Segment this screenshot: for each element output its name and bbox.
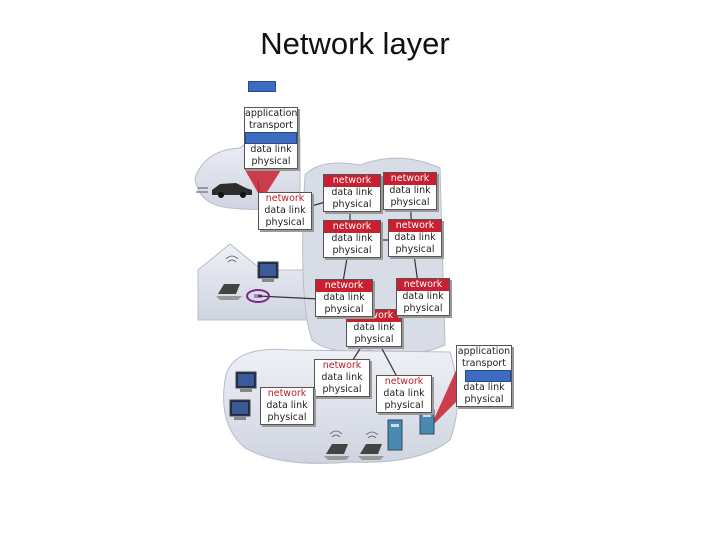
network-layer-packet — [465, 370, 511, 382]
physical-layer-label: physical — [265, 217, 305, 228]
application-layer-label: application — [457, 346, 511, 357]
router-stack-enterprise-2: network data link physical — [260, 387, 314, 425]
physical-layer-label: physical — [403, 303, 443, 314]
router-icon — [246, 289, 270, 303]
router-stack-enterprise-3: network data link physical — [376, 375, 432, 413]
data-link-layer-label: data link — [250, 144, 292, 155]
desktop-icon — [229, 399, 251, 420]
laptop-icon — [216, 284, 242, 300]
page-title: Network layer — [260, 26, 450, 61]
physical-layer-label: physical — [324, 304, 364, 315]
transport-layer-label: transport — [249, 120, 293, 131]
data-link-layer-label: data link — [383, 388, 425, 399]
wireless-icon — [225, 255, 379, 439]
destination-host-stack: application transport data link physical — [456, 345, 512, 407]
physical-layer-label: physical — [267, 412, 307, 423]
physical-layer-label: physical — [332, 199, 372, 210]
physical-layer-label: physical — [322, 384, 362, 395]
network-layer-label: network — [265, 193, 305, 204]
physical-layer-label: physical — [332, 245, 372, 256]
application-layer-label: application — [245, 108, 298, 119]
network-layer-packet — [245, 132, 297, 144]
data-link-layer-label: data link — [353, 322, 395, 333]
data-link-layer-label: data link — [331, 187, 373, 198]
physical-layer-label: physical — [354, 334, 394, 345]
data-link-layer-label: data link — [394, 232, 436, 243]
laptop-icon — [358, 444, 384, 460]
laptop-icon — [324, 444, 350, 460]
network-layer-label: network — [389, 220, 441, 232]
network-layer-label: network — [384, 376, 424, 387]
data-link-layer-label: data link — [402, 291, 444, 302]
desktop-icon — [235, 371, 257, 392]
car-icon — [196, 183, 252, 198]
physical-layer-label: physical — [251, 156, 291, 167]
router-stack-core-2: network data link physical — [383, 172, 437, 210]
transport-layer-label: transport — [462, 358, 506, 369]
desktop-icon — [257, 261, 279, 282]
router-stack-core-3: network data link physical — [323, 220, 381, 258]
data-link-layer-label: data link — [463, 382, 505, 393]
institutional-network-cloud — [197, 243, 311, 321]
network-layer-label: network — [324, 221, 380, 233]
data-link-layer-label: data link — [389, 185, 431, 196]
server-icon — [419, 409, 435, 435]
physical-layer-label: physical — [384, 400, 424, 411]
source-host-stack: application transport data link physical — [244, 107, 298, 169]
router-stack-core-1: network data link physical — [323, 174, 381, 212]
router-stack-enterprise-1: network data link physical — [314, 359, 370, 397]
data-link-layer-label: data link — [323, 292, 365, 303]
data-link-layer-label: data link — [264, 205, 306, 216]
server-icon — [387, 419, 403, 451]
router-stack-home: network data link physical — [258, 192, 312, 230]
network-layer-label: network — [324, 175, 380, 187]
router-stack-core-4: network data link physical — [388, 219, 442, 257]
network-layer-label: network — [397, 279, 449, 291]
router-stack-core-5: network data link physical — [315, 279, 373, 317]
router-stack-core-6: network data link physical — [396, 278, 450, 316]
network-layer-label: network — [322, 360, 362, 371]
data-link-layer-label: data link — [331, 233, 373, 244]
path-highlight-wedge-right — [430, 366, 458, 428]
physical-layer-label: physical — [390, 197, 430, 208]
network-layer-label: network — [316, 280, 372, 292]
router-stack-core-7: network data link physical — [346, 309, 402, 347]
datagram-packet — [248, 81, 276, 92]
data-link-layer-label: data link — [321, 372, 363, 383]
network-layer-label: network — [267, 388, 307, 399]
physical-layer-label: physical — [395, 244, 435, 255]
physical-layer-label: physical — [464, 394, 504, 405]
data-link-layer-label: data link — [266, 400, 308, 411]
network-layer-label: network — [384, 173, 436, 185]
